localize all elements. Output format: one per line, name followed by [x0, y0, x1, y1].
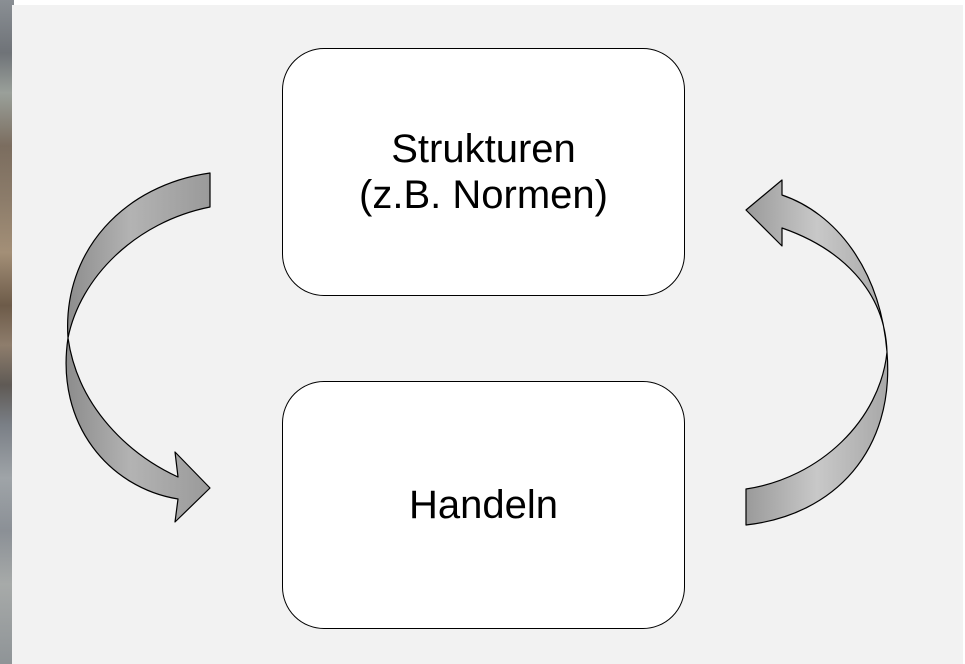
right-curved-arrow — [745, 179, 889, 526]
background-photo-edge — [0, 0, 14, 664]
left-curved-arrow — [65, 172, 211, 523]
action-box: Handeln — [282, 381, 685, 629]
structures-title: Strukturen — [391, 127, 576, 171]
structures-box: Strukturen (z.B. Normen) — [282, 48, 685, 296]
structures-subtitle: (z.B. Normen) — [359, 173, 608, 217]
action-label: Handeln — [408, 483, 558, 527]
